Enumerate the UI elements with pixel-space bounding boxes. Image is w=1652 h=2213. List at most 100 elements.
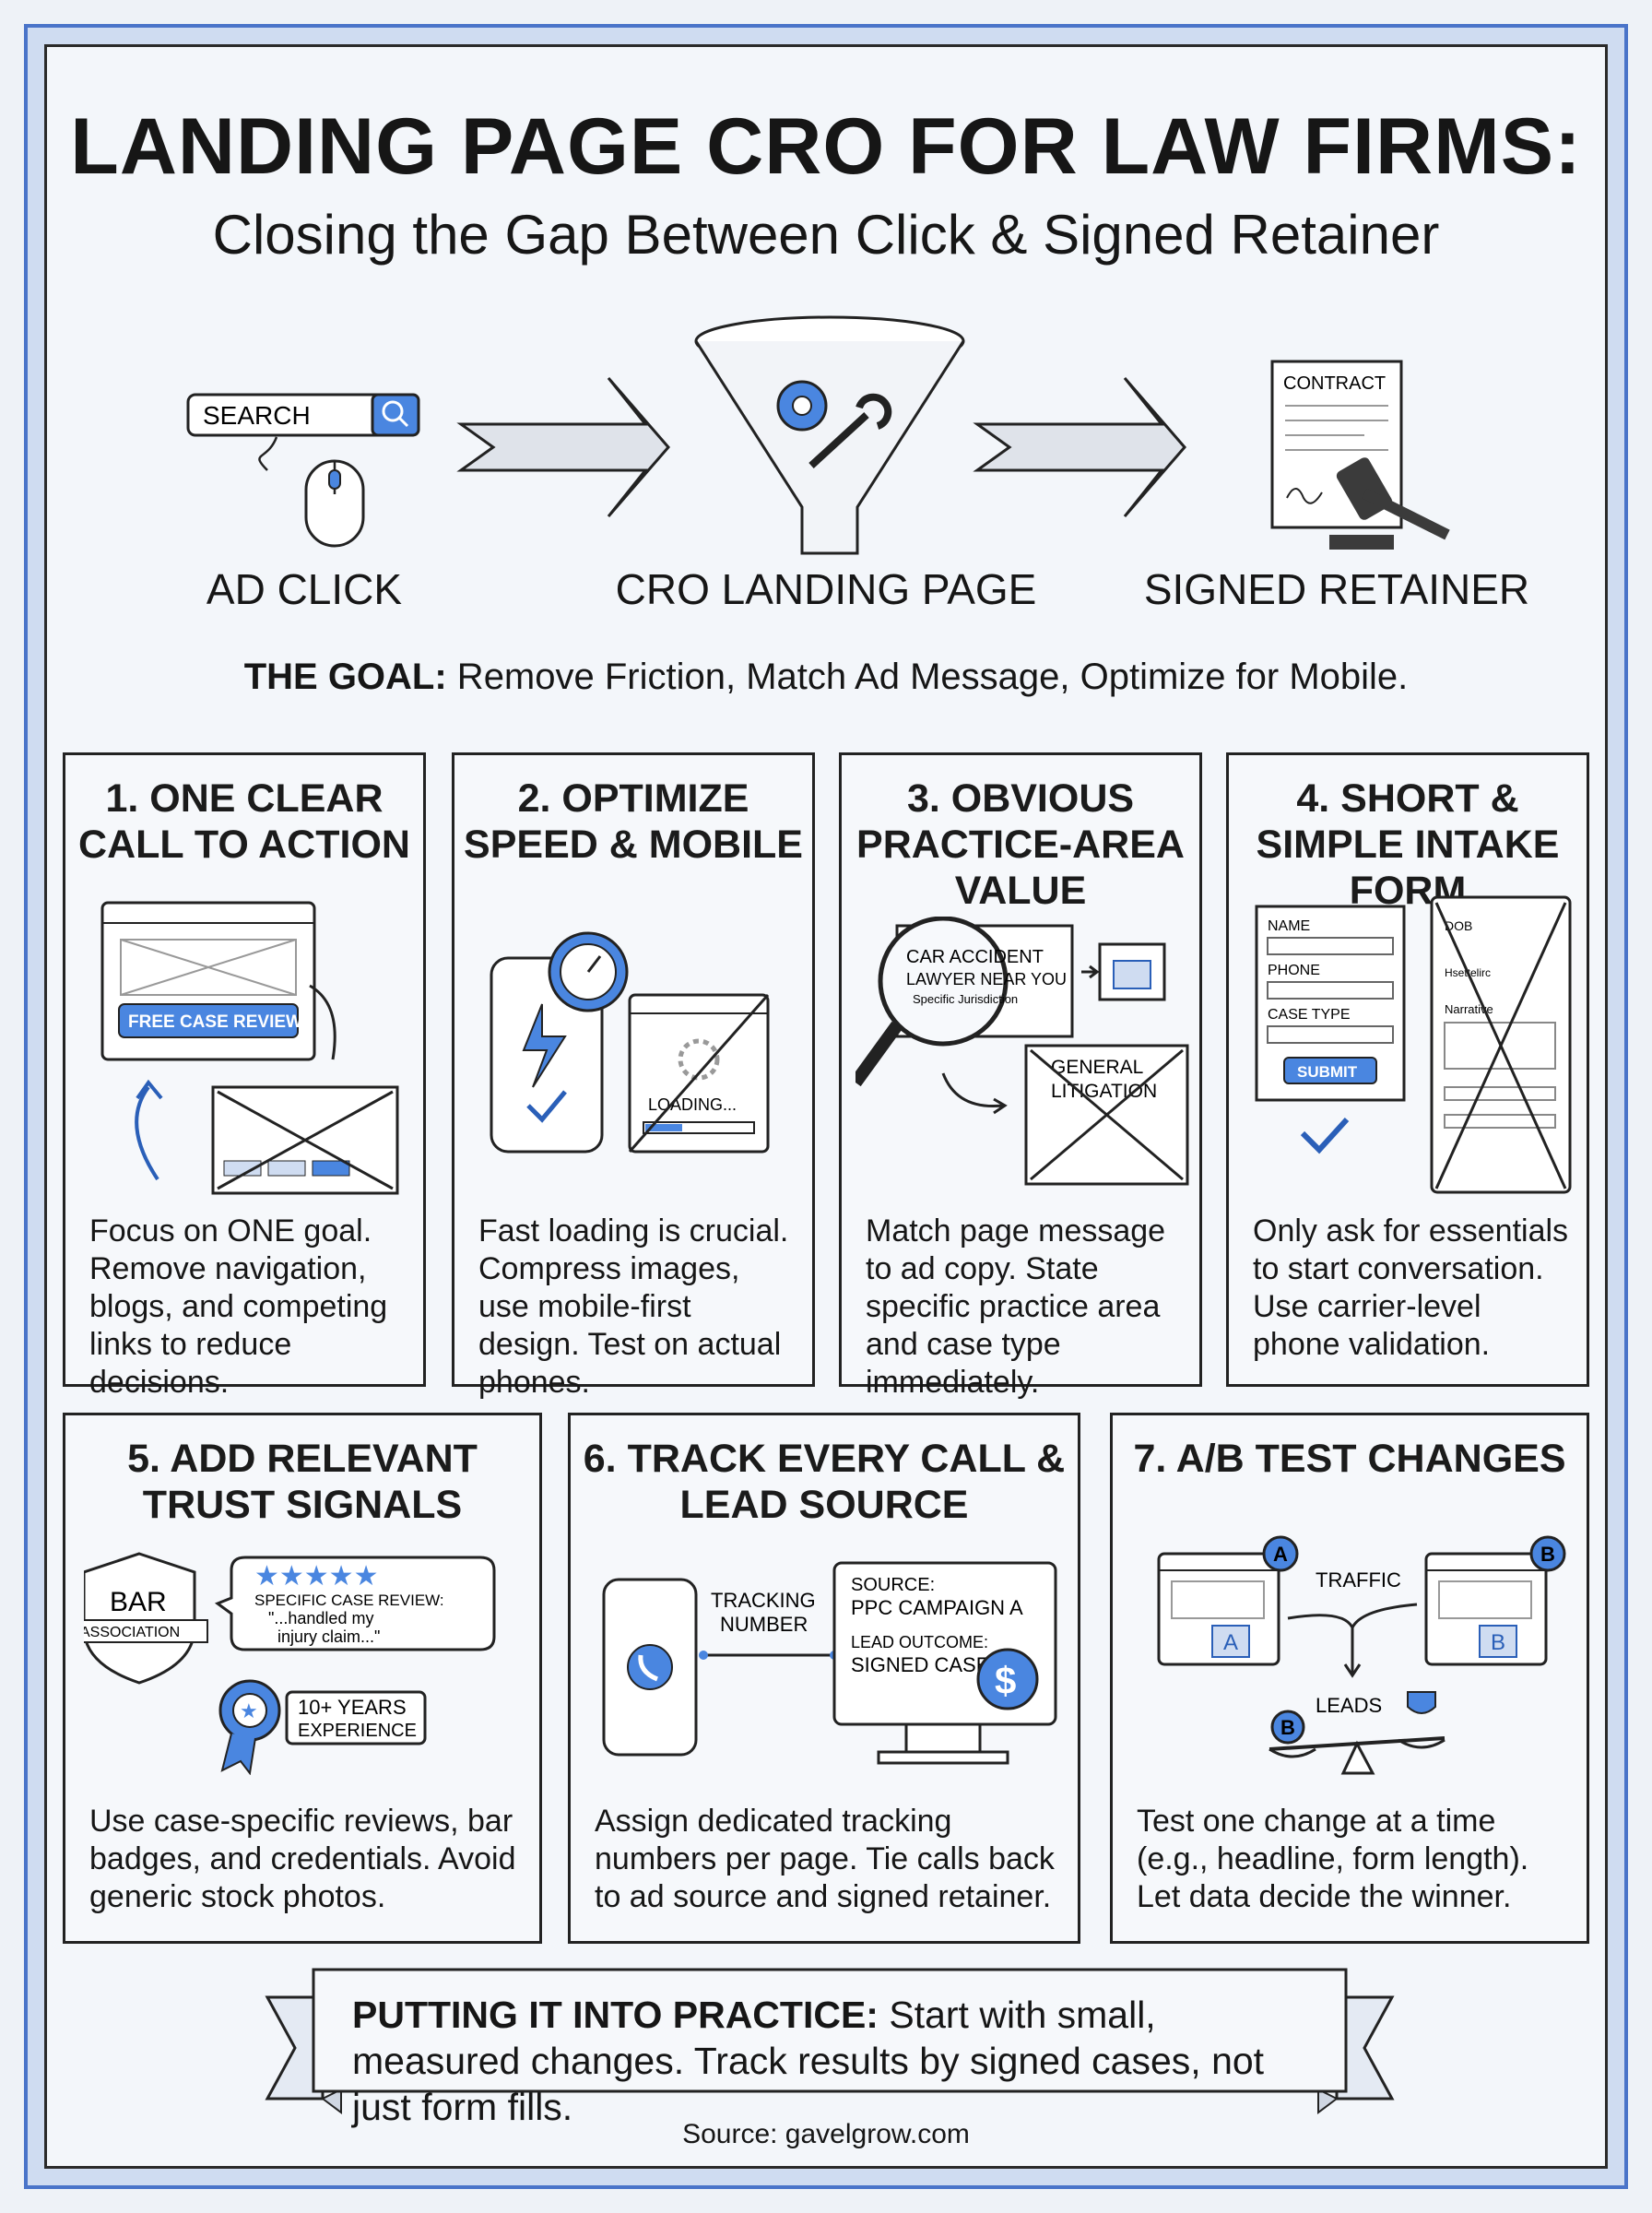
card-practice-area: 3. OBVIOUS PRACTICE-AREA VALUE CAR ACCID…	[839, 752, 1202, 1400]
variant-b-badge-label: B	[1540, 1543, 1555, 1566]
scale-b-label: B	[1280, 1716, 1295, 1739]
intake-form-illustration: NAME PHONE CASE TYPE SUBMIT DOB Hsetteli…	[1255, 895, 1572, 1194]
screen-line-3: LEAD OUTCOME:	[851, 1633, 988, 1651]
card-text: Fast loading is crucial. Compress images…	[478, 1213, 789, 1400]
card-trust-signals: 5. ADD RELEVANT TRUST SIGNALS BAR ASSOCI…	[63, 1413, 542, 1944]
form-field-label: PHONE	[1268, 963, 1320, 978]
general-line-1: GENERAL	[1051, 1057, 1143, 1078]
lens-line-1: CAR ACCIDENT	[906, 947, 1044, 967]
variant-b-badge	[1529, 1535, 1566, 1572]
goal-statement: THE GOAL: Remove Friction, Match Ad Mess…	[55, 657, 1597, 698]
review-line-2: "...handled my	[268, 1609, 373, 1627]
gavel-icon	[1329, 457, 1450, 550]
card-text: Assign dedicated tracking numbers per pa…	[595, 1804, 1055, 1914]
leads-label: LEADS	[1316, 1694, 1382, 1717]
card-title: 5. ADD RELEVANT TRUST SIGNALS	[127, 1437, 478, 1527]
card-text: Only ask for essentials to start convers…	[1253, 1213, 1569, 1362]
long-field-label: Narrative	[1445, 1002, 1493, 1016]
form-field-label: CASE TYPE	[1268, 1007, 1351, 1023]
cta-label: FREE CASE REVIEW	[128, 1012, 302, 1032]
experience-line-2: EXPERIENCE	[298, 1721, 417, 1741]
variant-a-label: A	[1223, 1630, 1238, 1655]
banner-body: Start with small, measured changes. Trac…	[352, 1994, 1265, 2128]
goal-text: Remove Friction, Match Ad Message, Optim…	[446, 657, 1409, 697]
traffic-label: TRAFFIC	[1316, 1568, 1401, 1592]
flow-step-landing-page: CRO LANDING PAGE	[615, 565, 1037, 613]
variant-a-badge	[1262, 1535, 1299, 1572]
submit-label: SUBMIT	[1297, 1063, 1358, 1081]
arrow-up-icon	[135, 1085, 159, 1181]
decorative-frame-outer	[24, 24, 1628, 2189]
card-title: 1. ONE CLEAR CALL TO ACTION	[78, 776, 410, 867]
decorative-frame-band	[28, 28, 1624, 2185]
card-title: 2. OPTIMIZE SPEED & MOBILE	[464, 776, 803, 867]
lightning-icon	[522, 1003, 567, 1088]
shield-icon	[84, 1552, 196, 1685]
review-line-1: SPECIFIC CASE REVIEW:	[254, 1592, 444, 1609]
speed-illustration: LOADING...	[490, 931, 770, 1154]
flow-step-signed-retainer: SIGNED RETAINER	[1143, 565, 1530, 613]
screen-line-4: SIGNED CASE	[851, 1653, 989, 1676]
magnifier-icon	[878, 917, 1009, 1047]
practice-banner	[265, 1968, 1395, 2114]
card-title: 4. SHORT & SIMPLE INTAKE FORM	[1256, 776, 1560, 913]
screen-line-1: SOURCE:	[851, 1575, 935, 1595]
banner-text: PUTTING IT INTO PRACTICE: Start with sma…	[352, 1992, 1302, 2130]
card-title: 6. TRACK EVERY CALL & LEAD SOURCE	[583, 1437, 1066, 1527]
trust-illustration: BAR ASSOCIATION ★★★★★ SPECIFIC CASE REVI…	[84, 1552, 496, 1775]
general-line-2: LITIGATION	[1051, 1081, 1157, 1102]
card-ab-test: 7. A/B TEST CHANGES A A B B TRAFFIC LEAD…	[1110, 1413, 1589, 1944]
search-bar: SEARCH	[186, 393, 420, 437]
card-text: Use case-specific reviews, bar badges, a…	[89, 1804, 516, 1914]
tracking-line-1: TRACKING	[711, 1589, 816, 1612]
source-credit: Source: gavelgrow.com	[682, 2119, 970, 2149]
goal-lead: THE GOAL:	[243, 657, 447, 697]
ab-test-illustration: A A B B TRAFFIC LEADS B	[1157, 1535, 1566, 1775]
card-speed-mobile: 2. OPTIMIZE SPEED & MOBILE LOADING... Fa…	[452, 752, 815, 1400]
review-bubble	[214, 1556, 496, 1651]
search-icon	[382, 400, 404, 422]
practice-area-illustration: CAR ACCIDENT LAWYER NEAR YOU Specific Ju…	[856, 917, 1189, 1186]
dollar-icon	[976, 1648, 1039, 1710]
badge-line-2: ASSOCIATION	[84, 1625, 180, 1640]
screen-line-2: PPC CAMPAIGN A	[851, 1596, 1023, 1619]
funnel-icon	[694, 315, 965, 555]
card-call-tracking: 6. TRACK EVERY CALL & LEAD SOURCE TRACKI…	[568, 1413, 1080, 1944]
variant-b-label: B	[1491, 1630, 1505, 1655]
card-title: 3. OBVIOUS PRACTICE-AREA VALUE	[856, 776, 1185, 913]
trophy-icon	[1407, 1691, 1436, 1714]
variant-a-badge-label: A	[1273, 1543, 1288, 1566]
cross-out-icon	[628, 994, 770, 1153]
flow-step-ad-click: AD CLICK	[206, 565, 403, 613]
banner-lead: PUTTING IT INTO PRACTICE:	[352, 1994, 879, 2036]
cta-illustration: FREE CASE REVIEW	[100, 901, 399, 1195]
svg-text:★: ★	[240, 1699, 258, 1722]
contract-label: CONTRACT	[1283, 373, 1386, 394]
arrow-right-icon	[456, 377, 670, 517]
review-line-3: injury claim..."	[277, 1627, 380, 1646]
page-subtitle: Closing the Gap Between Click & Signed R…	[212, 204, 1440, 266]
lens-line-3: Specific Jurisdiction	[913, 992, 1018, 1006]
tracking-illustration: TRACKING NUMBER SOURCE: PPC CAMPAIGN A L…	[602, 1561, 1057, 1765]
card-text: Match page message to ad copy. State spe…	[866, 1213, 1166, 1400]
check-icon	[1300, 1117, 1350, 1154]
wrench-icon	[808, 393, 892, 468]
cta-button	[118, 1003, 299, 1038]
card-one-clear-cta: 1. ONE CLEAR CALL TO ACTION FREE CASE RE…	[63, 752, 426, 1400]
stars-icon: ★★★★★	[254, 1561, 378, 1592]
search-label: SEARCH	[203, 401, 311, 430]
tracking-line-2: NUMBER	[720, 1613, 808, 1636]
form-field-label: NAME	[1268, 918, 1310, 934]
badge-line-1: BAR	[110, 1587, 167, 1617]
lens-line-2: LAWYER NEAR YOU	[906, 970, 1067, 988]
long-field-label: DOB	[1445, 918, 1472, 933]
card-text: Test one change at a time (e.g., headlin…	[1137, 1804, 1529, 1914]
card-title: 7. A/B TEST CHANGES	[1133, 1437, 1566, 1481]
card-intake-form: 4. SHORT & SIMPLE INTAKE FORM NAME PHONE…	[1226, 752, 1589, 1387]
arrow-right-icon	[973, 377, 1186, 517]
card-text: Focus on ONE goal. Remove navigation, bl…	[89, 1213, 388, 1400]
page-title: LANDING PAGE CRO FOR LAW FIRMS:	[70, 102, 1582, 191]
experience-line-1: 10+ YEARS	[298, 1696, 407, 1719]
check-icon	[526, 1090, 567, 1123]
call-icon	[627, 1644, 673, 1690]
